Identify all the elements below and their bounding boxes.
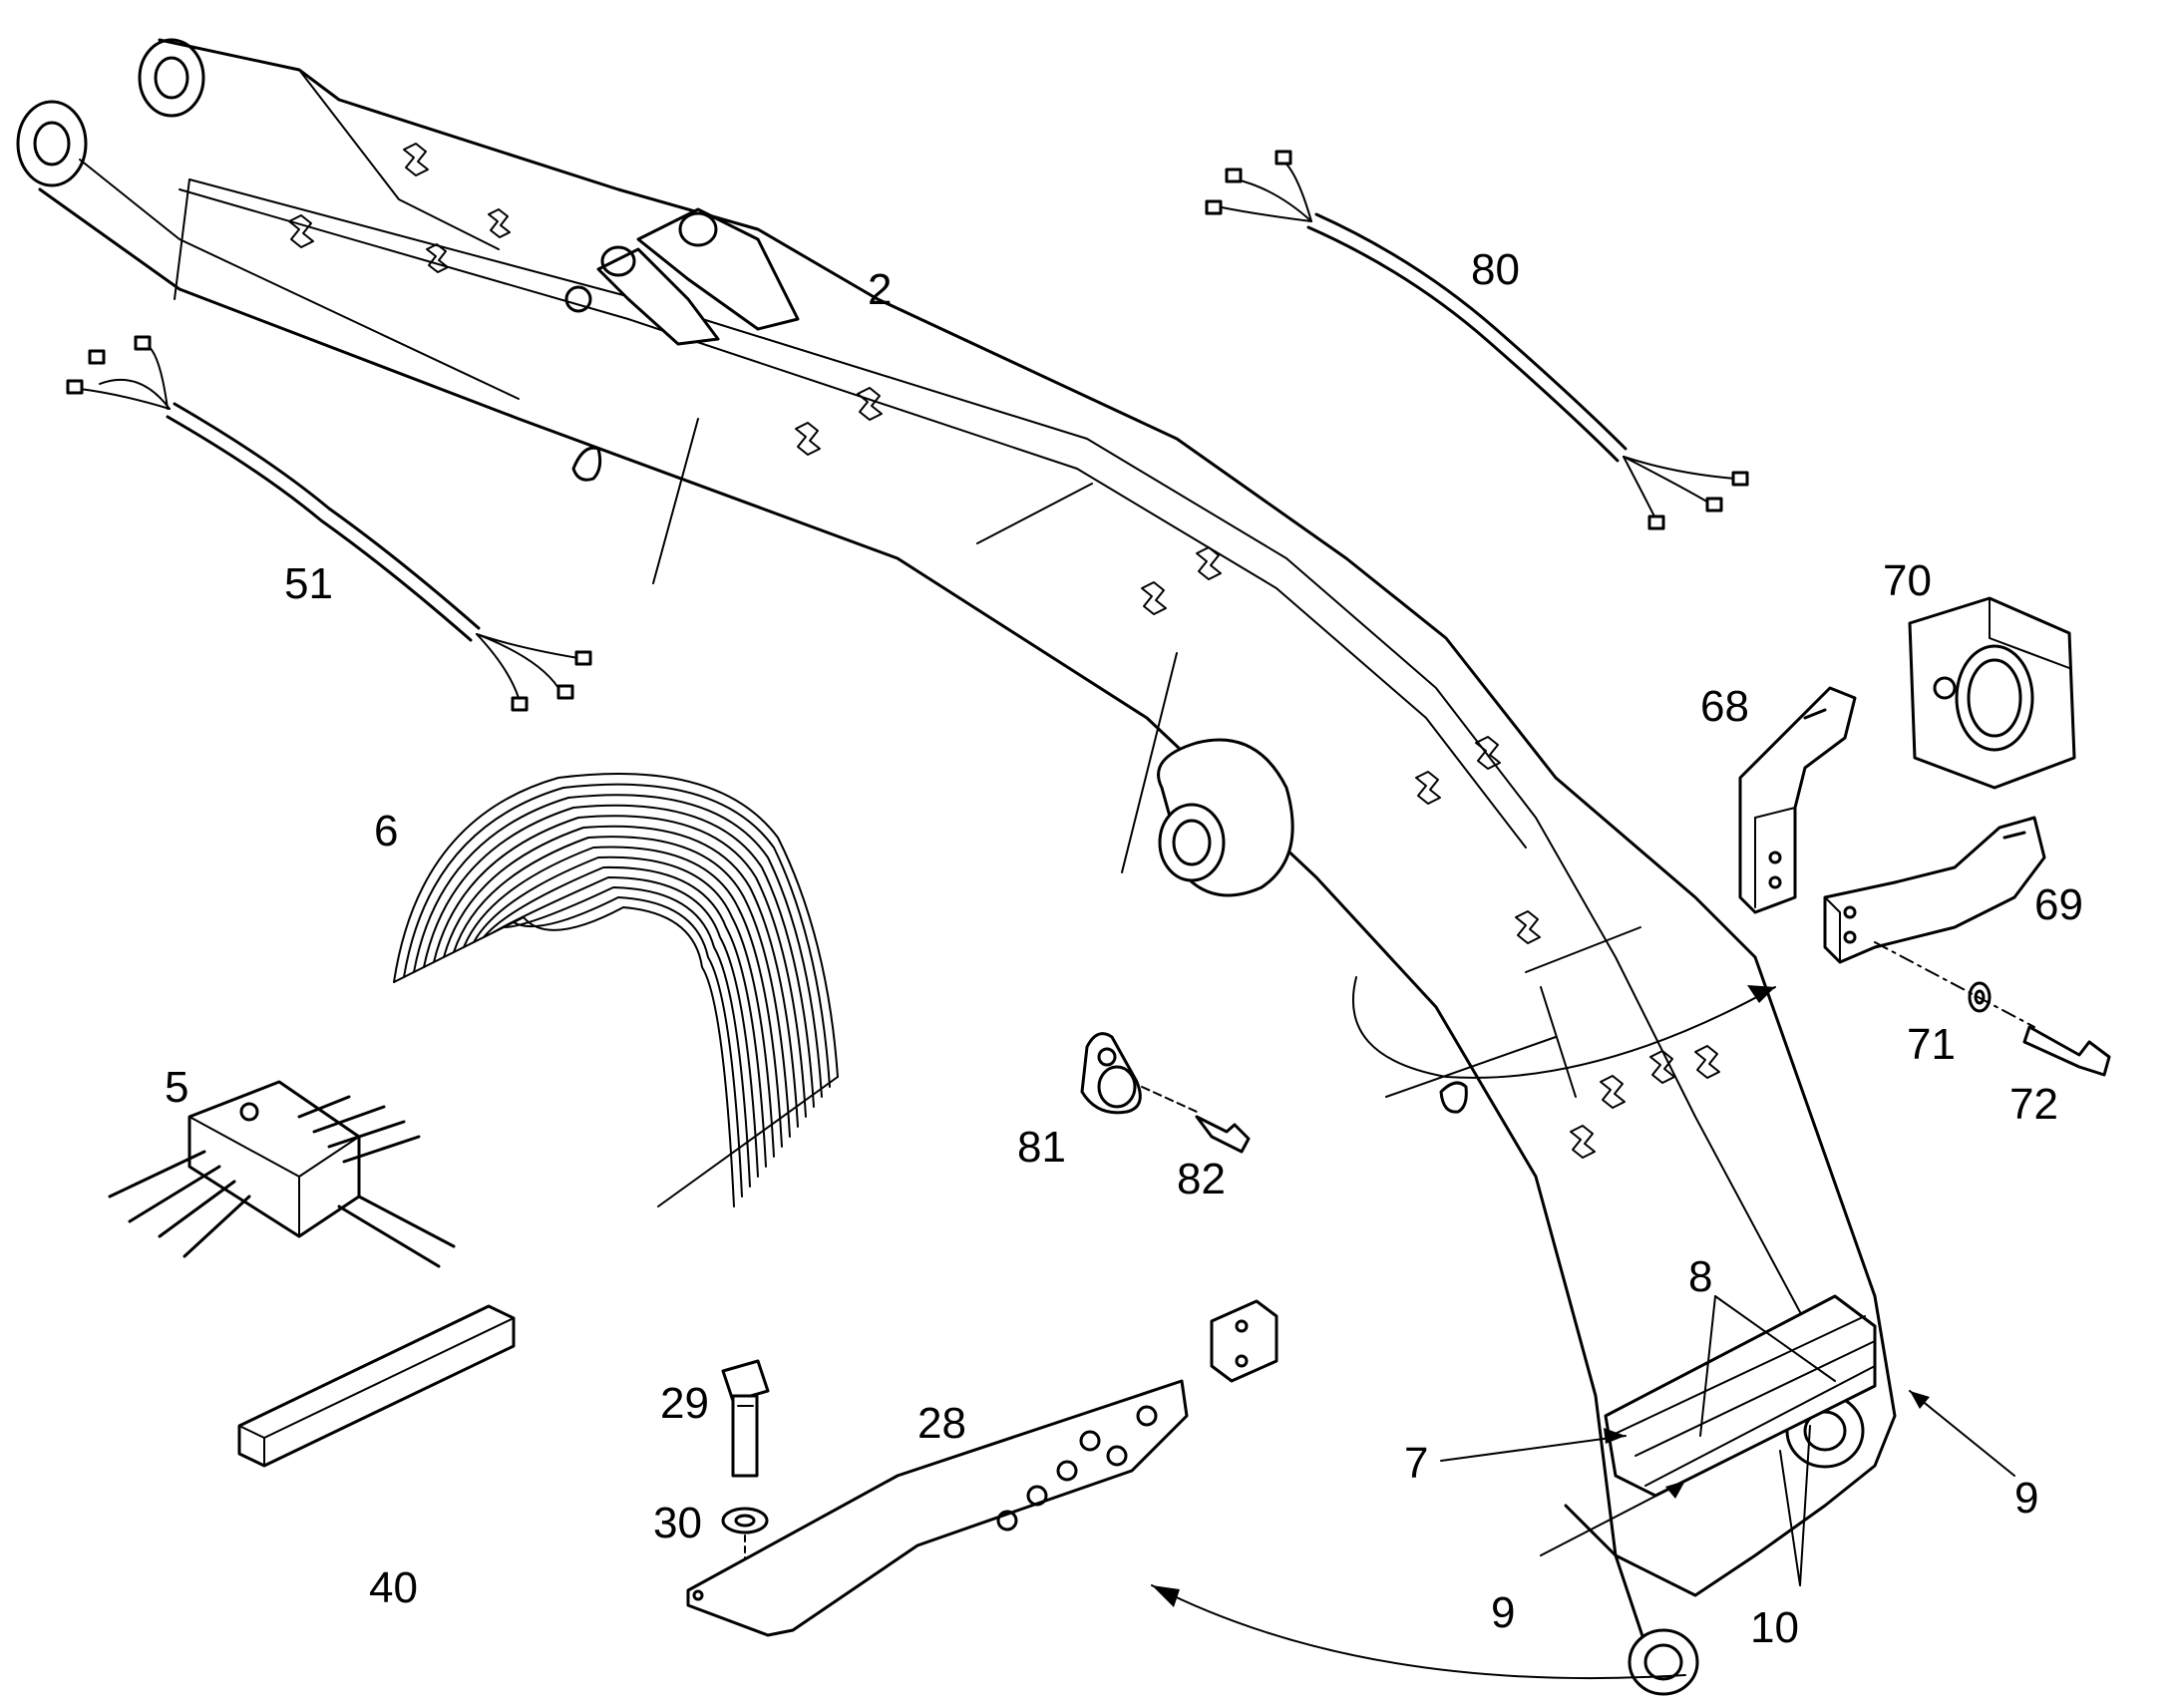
label-part-5: 5 — [165, 1063, 188, 1112]
part-70-housing — [1908, 596, 2076, 790]
label-part-29: 29 — [660, 1379, 709, 1428]
hose-bundle-6 — [393, 773, 839, 1207]
label-part-82: 82 — [1177, 1155, 1226, 1203]
label-part-7: 7 — [1404, 1439, 1428, 1488]
clip-markers — [288, 143, 1720, 1159]
label-part-10: 10 — [1750, 1603, 1799, 1652]
part-labels: 2 80 51 70 68 6 69 71 5 72 81 82 8 29 28… — [165, 245, 2083, 1652]
label-part-30: 30 — [653, 1499, 702, 1547]
label-part-81: 81 — [1017, 1123, 1066, 1172]
label-part-40: 40 — [369, 1563, 418, 1612]
bar-40 — [237, 1304, 516, 1468]
label-part-80: 80 — [1471, 245, 1520, 294]
bolt-72 — [2022, 1025, 2111, 1077]
clamp-81 — [1080, 1032, 1198, 1115]
harness-51 — [66, 335, 592, 712]
label-part-9-right: 9 — [2014, 1474, 2038, 1523]
leader-lines — [1151, 985, 2015, 1680]
label-part-9-left: 9 — [1491, 1588, 1515, 1637]
label-part-70: 70 — [1883, 556, 1932, 605]
bolt-29 — [721, 1359, 770, 1478]
label-part-2: 2 — [868, 265, 892, 314]
label-part-28: 28 — [917, 1399, 966, 1448]
label-part-51: 51 — [284, 559, 333, 608]
bracket-69 — [1823, 816, 2046, 964]
label-part-72: 72 — [2009, 1080, 2058, 1129]
washer-71 — [1874, 941, 2035, 1028]
label-part-6: 6 — [374, 807, 398, 855]
clamp-block — [1210, 1299, 1278, 1383]
manifold-block-5 — [108, 1080, 456, 1268]
label-part-69: 69 — [2034, 880, 2083, 929]
label-part-68: 68 — [1700, 682, 1749, 731]
bracket-28 — [686, 1379, 1189, 1637]
screw-82 — [1195, 1115, 1251, 1154]
harness-80 — [1205, 150, 1749, 530]
label-part-71: 71 — [1907, 1020, 1956, 1069]
boom-arm — [16, 38, 1897, 1696]
bracket-68 — [1738, 686, 1857, 914]
label-part-8: 8 — [1688, 1252, 1712, 1301]
